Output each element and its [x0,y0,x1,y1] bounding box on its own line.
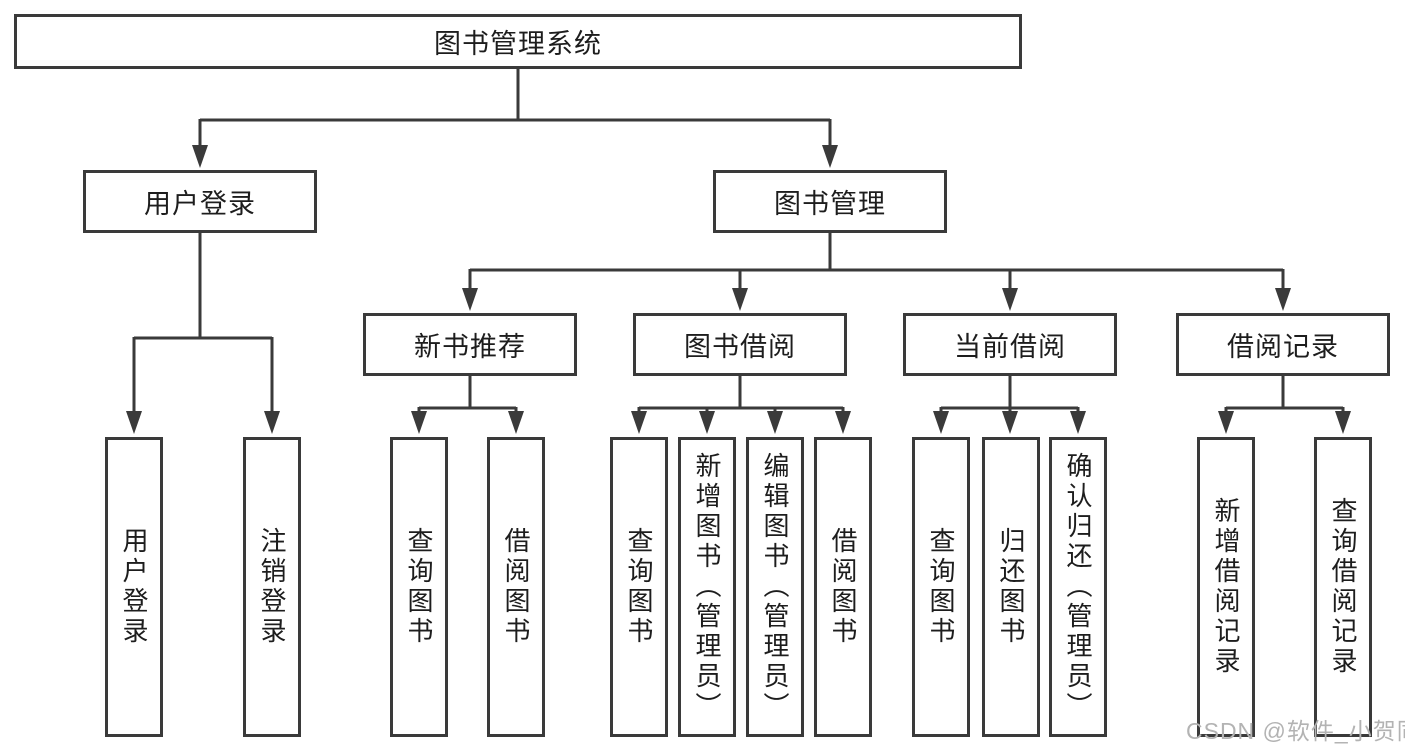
node-user-login: 用户登录 [83,170,317,233]
node-library-management-system: 图书管理系统 [14,14,1022,69]
csdn-watermark: CSDN @软件_小贺同学 [1186,718,1405,744]
leaf-confirm-return-admin: 确认归还（管理员） [1049,437,1107,737]
leaf-add-books-admin: 新增图书（管理员） [678,437,736,737]
leaf-borrow-books-recommend: 借阅图书 [487,437,545,737]
leaf-borrow-books-borrowing: 借阅图书 [814,437,872,737]
node-book-borrowing: 图书借阅 [633,313,847,376]
leaf-logout: 注销登录 [243,437,301,737]
leaf-query-books-current: 查询图书 [912,437,970,737]
leaf-query-borrow-record: 查询借阅记录 [1314,437,1372,737]
leaf-edit-books-admin: 编辑图书（管理员） [746,437,804,737]
node-book-management: 图书管理 [713,170,947,233]
leaf-query-books-recommend: 查询图书 [390,437,448,737]
node-new-book-recommend: 新书推荐 [363,313,577,376]
leaf-return-books: 归还图书 [982,437,1040,737]
leaf-add-borrow-record: 新增借阅记录 [1197,437,1255,737]
node-current-borrowing: 当前借阅 [903,313,1117,376]
arrowhead-icons [126,145,1351,434]
leaf-query-books-borrowing: 查询图书 [610,437,668,737]
node-borrowing-records: 借阅记录 [1176,313,1390,376]
leaf-user-login: 用户登录 [105,437,163,737]
